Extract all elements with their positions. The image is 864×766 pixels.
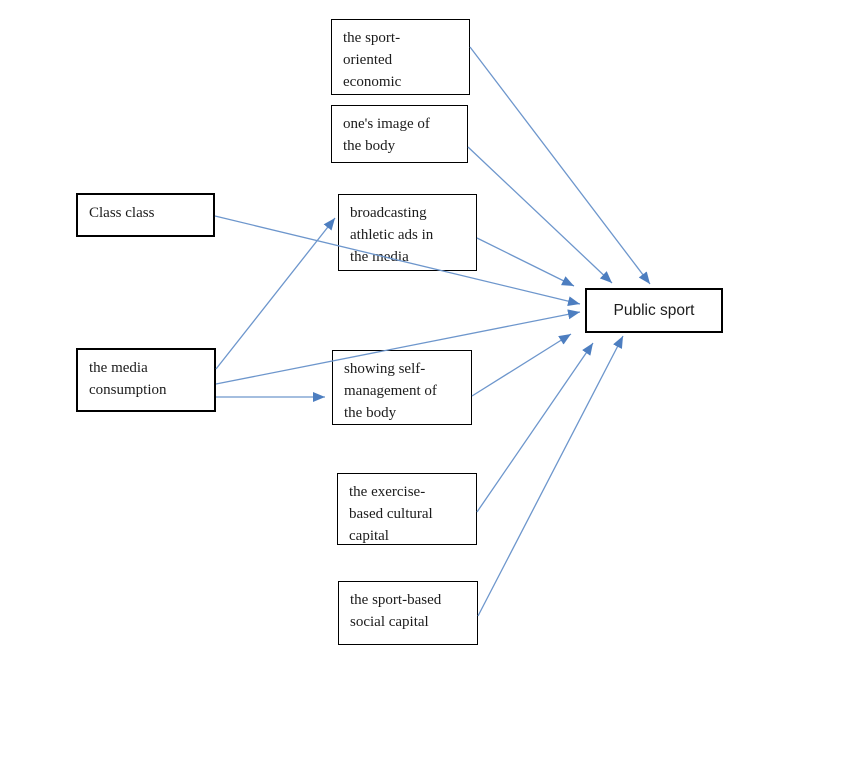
edge-broadcasting-to-public-sport	[476, 237, 575, 287]
edge-media-consumption-to-broadcasting	[215, 217, 336, 370]
edge-sport-social-capital-to-public-sport	[477, 335, 624, 617]
node-exercise-based-cultural-capital: the exercise- based cultural capital	[337, 473, 477, 545]
node-sport-based-social-capital: the sport-based social capital	[338, 581, 478, 645]
edge-ones-image-to-public-sport	[467, 146, 613, 284]
node-media-consumption: the media consumption	[76, 348, 216, 412]
edge-sport-oriented-economic-to-public-sport	[469, 46, 651, 285]
node-sport-oriented-economic: the sport- oriented economic	[331, 19, 470, 95]
edge-self-management-to-public-sport	[471, 333, 572, 397]
node-public-sport: Public sport	[585, 288, 723, 333]
edge-exercise-capital-to-public-sport	[476, 342, 594, 513]
node-class-class: Class class	[76, 193, 215, 237]
node-ones-image-of-body: one's image of the body	[331, 105, 468, 163]
node-showing-self-management: showing self- management of the body	[332, 350, 472, 425]
node-broadcasting-athletic-ads: broadcasting athletic ads in the media	[338, 194, 477, 271]
